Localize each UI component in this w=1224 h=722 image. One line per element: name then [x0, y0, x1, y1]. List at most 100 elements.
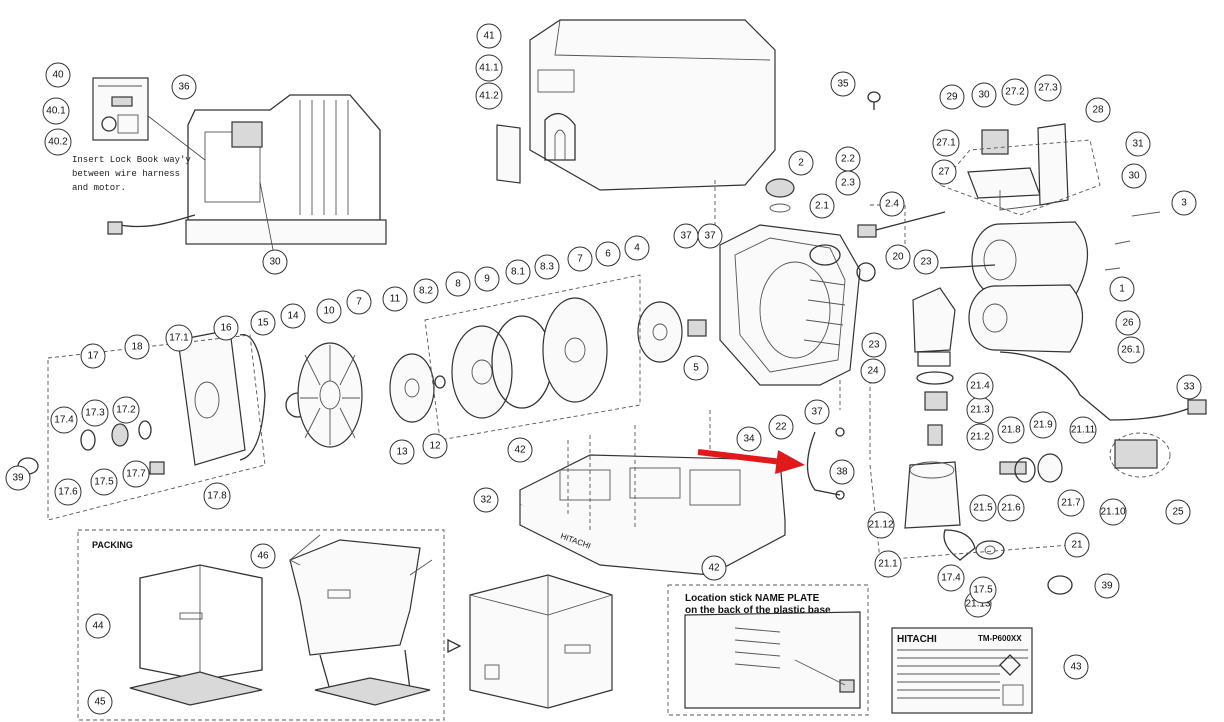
svg-text:17.7: 17.7: [126, 469, 146, 480]
svg-text:40: 40: [52, 70, 64, 81]
svg-text:6: 6: [605, 249, 611, 260]
callout-16: 16: [213, 315, 239, 341]
svg-text:27.2: 27.2: [1005, 87, 1025, 98]
svg-text:8.1: 8.1: [511, 267, 525, 278]
callout-17-4: 17.4: [937, 564, 965, 592]
callout-21-1: 21.1: [874, 550, 902, 578]
callout-20: 20: [885, 244, 911, 270]
callout-17-6: 17.6: [54, 478, 82, 506]
callout-26-1: 26.1: [1117, 336, 1145, 364]
part-8-1: [542, 297, 608, 403]
svg-text:40.2: 40.2: [48, 137, 68, 148]
svg-text:30: 30: [978, 90, 990, 101]
svg-text:39: 39: [1101, 581, 1113, 592]
svg-text:14: 14: [287, 311, 299, 322]
callout-37: 37: [697, 223, 723, 249]
svg-text:4: 4: [634, 243, 640, 254]
part-23: [912, 287, 956, 353]
svg-text:21.12: 21.12: [868, 520, 893, 531]
part-21-1: [904, 461, 961, 529]
callout-45: 45: [87, 689, 113, 715]
motor-frame: [187, 94, 381, 221]
callout-31: 31: [1125, 131, 1151, 157]
callout-42: 42: [507, 437, 533, 463]
part-46: [289, 539, 421, 656]
svg-text:39: 39: [12, 473, 24, 484]
callout-12: 12: [422, 433, 448, 459]
svg-text:21.13: 21.13: [965, 599, 990, 610]
callout-33: 33: [1176, 374, 1202, 400]
nameplate: HITACHI TM-P600XX: [891, 627, 1033, 714]
svg-text:38: 38: [836, 467, 848, 478]
svg-text:21.11: 21.11: [1071, 425, 1096, 436]
callout-7: 7: [567, 246, 593, 272]
callout-21-10: 21.10: [1099, 498, 1127, 526]
svg-text:17.4: 17.4: [54, 415, 74, 426]
svg-text:17.1: 17.1: [169, 333, 189, 344]
callout-46: 46: [250, 543, 276, 569]
svg-text:33: 33: [1183, 382, 1195, 393]
callout-21: 21: [1064, 532, 1090, 558]
svg-text:26.1: 26.1: [1121, 345, 1141, 356]
svg-text:2.3: 2.3: [841, 178, 855, 189]
callout-38: 38: [829, 459, 855, 485]
svg-text:21.7: 21.7: [1061, 498, 1081, 509]
callout-41-1: 41.1: [475, 54, 503, 82]
svg-text:45: 45: [94, 697, 106, 708]
svg-text:8.2: 8.2: [419, 286, 433, 297]
svg-text:35: 35: [837, 79, 849, 90]
svg-text:27.1: 27.1: [936, 138, 956, 149]
callout-17-7: 17.7: [122, 460, 150, 488]
svg-text:9: 9: [484, 274, 490, 285]
red-arrow-icon: [697, 449, 805, 474]
plug-icon: [1187, 399, 1207, 415]
svg-text:10: 10: [323, 306, 335, 317]
callout-29: 29: [939, 84, 965, 110]
callout-3: 3: [1171, 190, 1197, 216]
insert-note-line3: and motor.: [72, 183, 126, 193]
svg-text:27.3: 27.3: [1038, 83, 1058, 94]
callout-24: 24: [860, 358, 886, 384]
svg-text:42: 42: [514, 445, 526, 456]
callout-32: 32: [473, 487, 499, 513]
callout-21-7: 21.7: [1057, 489, 1085, 517]
svg-text:25: 25: [1172, 507, 1184, 518]
callout-40-1: 40.1: [42, 97, 70, 125]
callout-41: 41: [476, 23, 502, 49]
svg-text:23: 23: [920, 257, 932, 268]
callout-11: 11: [382, 286, 408, 312]
svg-text:17.5: 17.5: [973, 585, 993, 596]
callout-21-8: 21.8: [997, 416, 1025, 444]
svg-text:30: 30: [1128, 171, 1140, 182]
svg-text:34: 34: [743, 434, 755, 445]
nameplate-location-line1: Location stick NAME PLATE: [685, 593, 820, 604]
svg-text:43: 43: [1070, 662, 1082, 673]
callout-2-4: 2.4: [879, 191, 905, 217]
svg-text:21.9: 21.9: [1033, 420, 1053, 431]
callout-8-3: 8.3: [534, 254, 560, 280]
callout-21-11: 21.11: [1069, 416, 1097, 444]
callout-9: 9: [474, 266, 500, 292]
svg-text:17.8: 17.8: [207, 491, 227, 502]
callout-10: 10: [316, 298, 342, 324]
callout-17-3: 17.3: [81, 399, 109, 427]
arrow-right-icon: [447, 638, 462, 654]
svg-text:29: 29: [946, 92, 958, 103]
svg-text:21: 21: [1071, 540, 1083, 551]
pipe-22: [806, 431, 841, 496]
callout-6: 6: [595, 241, 621, 267]
part-8-2: [451, 325, 513, 419]
callout-2-2: 2.2: [835, 146, 861, 172]
callout-21-12: 21.12: [867, 511, 895, 539]
svg-text:27: 27: [938, 167, 950, 178]
svg-text:16: 16: [220, 323, 232, 334]
svg-text:20: 20: [892, 252, 904, 263]
svg-text:30: 30: [269, 257, 281, 268]
callout-2-1: 2.1: [809, 193, 835, 219]
callout-5: 5: [683, 355, 709, 381]
svg-text:21.6: 21.6: [1001, 503, 1021, 514]
nameplate-location: Location stick NAME PLATE on the back of…: [667, 584, 869, 716]
svg-text:17.4: 17.4: [941, 573, 961, 584]
